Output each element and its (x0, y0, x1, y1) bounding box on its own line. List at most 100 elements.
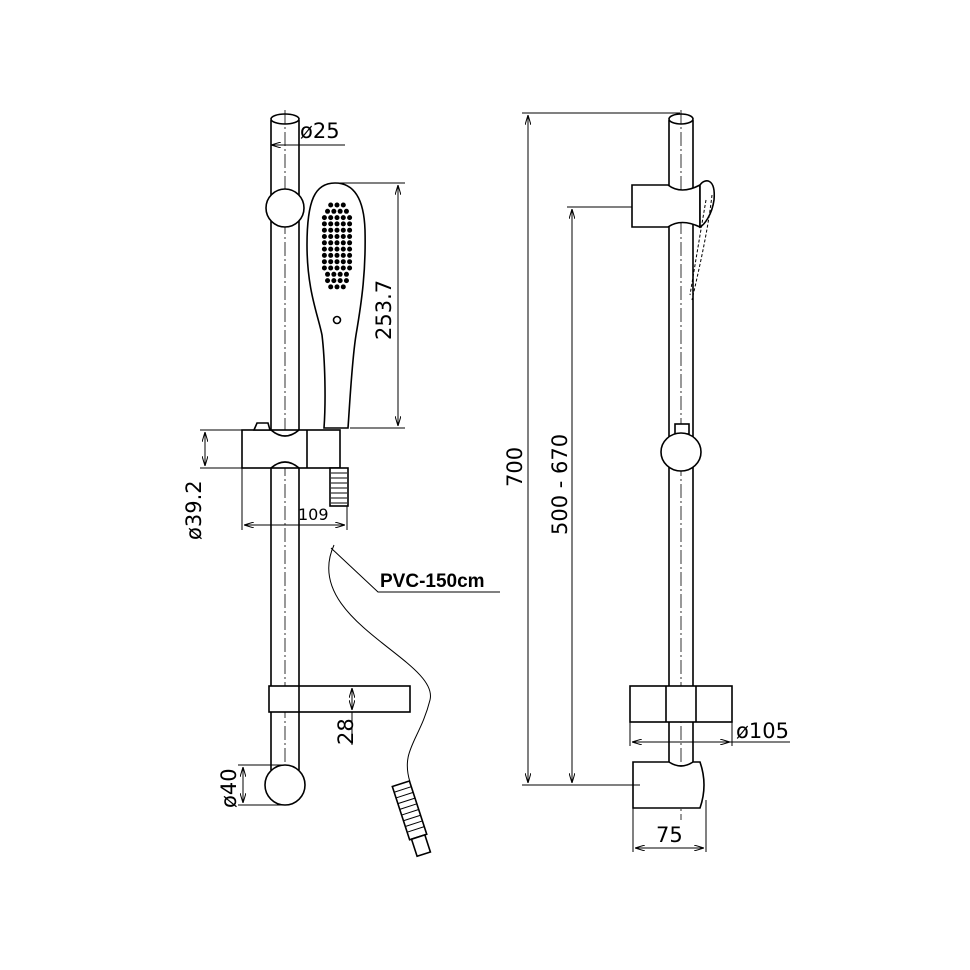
nozzle-dot (347, 240, 353, 246)
nozzle-dot (343, 208, 349, 214)
dimension-holder-depth: 109 (241, 468, 348, 530)
nozzle-dot (325, 278, 331, 284)
dim-label: 109 (298, 505, 329, 524)
nozzle-dot (328, 202, 334, 208)
dimension-bracket-diameter: ø40 (217, 764, 285, 808)
nozzle-dot (321, 215, 327, 221)
dim-label: ø40 (217, 768, 241, 808)
dim-label: 28 (334, 718, 358, 745)
dimension-rod-diameter: ø25 (271, 119, 345, 145)
nozzle-dot (340, 252, 346, 258)
wall-bracket-top (265, 188, 305, 228)
nozzle-dot (334, 202, 340, 208)
dimension-total-height: 700 (503, 112, 680, 786)
nozzle-dot (347, 215, 353, 221)
nozzle-dot (334, 221, 340, 227)
nozzle-dot (321, 240, 327, 246)
dimension-bracket-depth: 75 (632, 800, 707, 852)
soap-dish (268, 685, 411, 713)
nozzle-dot (328, 215, 334, 221)
top-bracket-side (631, 180, 715, 301)
nozzle-dot (331, 271, 337, 277)
nozzle-dot (331, 208, 337, 214)
dim-label: 700 (503, 447, 527, 487)
nozzle-dot (340, 284, 346, 290)
dim-label: ø39.2 (182, 480, 206, 540)
nozzle-dot (347, 246, 353, 252)
side-view: 700 500 - 670 ø105 75 (503, 110, 790, 852)
nozzle-dot (325, 271, 331, 277)
nozzle-dot (340, 221, 346, 227)
nozzle-dot (328, 284, 334, 290)
nozzle-dot (321, 246, 327, 252)
nozzle-dot (328, 227, 334, 233)
nozzle-dot (331, 278, 337, 284)
nozzle-dot (328, 252, 334, 258)
spray-nozzles (321, 202, 353, 290)
hose-label: PVC-150cm (380, 571, 485, 592)
front-view: ø25 253.7 ø39.2 109 PVC-150cm 28 ø40 (182, 110, 500, 858)
nozzle-dot (334, 284, 340, 290)
nozzle-dot (321, 252, 327, 258)
nozzle-dot (337, 208, 343, 214)
wall-bracket-bottom (264, 764, 306, 806)
nozzle-dot (321, 221, 327, 227)
dim-label: 75 (656, 823, 683, 847)
nozzle-dot (337, 271, 343, 277)
nozzle-dot (328, 221, 334, 227)
nozzle-dot (328, 246, 334, 252)
hose-coil (329, 467, 349, 507)
dim-label: 253.7 (372, 280, 396, 340)
dimension-handshower-length: 253.7 (338, 182, 405, 429)
dimension-adjustable-range: 500 - 670 (548, 206, 632, 783)
dim-label: ø25 (300, 119, 340, 143)
nozzle-dot (328, 240, 334, 246)
nozzle-dot (340, 246, 346, 252)
pvc-hose (328, 544, 431, 783)
nozzle-dot (325, 208, 331, 214)
handshower-button (332, 315, 342, 325)
nozzle-dot (328, 259, 334, 265)
hose-end-fitting (391, 779, 432, 858)
nozzle-dot (340, 227, 346, 233)
handshower-holder (241, 422, 341, 469)
nozzle-dot (340, 215, 346, 221)
nozzle-dot (334, 259, 340, 265)
nozzle-dot (340, 240, 346, 246)
hose-callout: PVC-150cm (330, 547, 500, 593)
nozzle-dot (321, 227, 327, 233)
nozzle-dot (340, 259, 346, 265)
nozzle-dot (343, 278, 349, 284)
nozzle-dot (334, 252, 340, 258)
nozzle-dot (340, 202, 346, 208)
nozzle-dot (334, 246, 340, 252)
nozzle-dot (334, 240, 340, 246)
handshower (306, 182, 366, 429)
nozzle-dot (334, 227, 340, 233)
nozzle-dot (347, 252, 353, 258)
nozzle-dot (321, 265, 327, 271)
dimension-soap-dish-diameter: ø105 (629, 719, 790, 746)
nozzle-dot (340, 234, 346, 239)
nozzle-dot (340, 265, 346, 271)
nozzle-dot (343, 271, 349, 277)
nozzle-dot (334, 234, 340, 239)
nozzle-dot (321, 234, 327, 239)
dim-label: ø105 (736, 719, 789, 743)
handshower-holder-side (660, 423, 702, 472)
nozzle-dot (321, 259, 327, 265)
nozzle-dot (334, 215, 340, 221)
bottom-bracket-side (632, 761, 705, 809)
nozzle-dot (347, 259, 353, 265)
nozzle-dot (328, 234, 334, 239)
nozzle-dot (334, 265, 340, 271)
nozzle-dot (347, 227, 353, 233)
soap-dish-side (629, 685, 733, 723)
nozzle-dot (347, 234, 353, 239)
dimension-soap-dish-height: 28 (334, 688, 358, 745)
nozzle-dot (347, 265, 353, 271)
nozzle-dot (337, 278, 343, 284)
dim-label: 500 - 670 (548, 434, 572, 535)
